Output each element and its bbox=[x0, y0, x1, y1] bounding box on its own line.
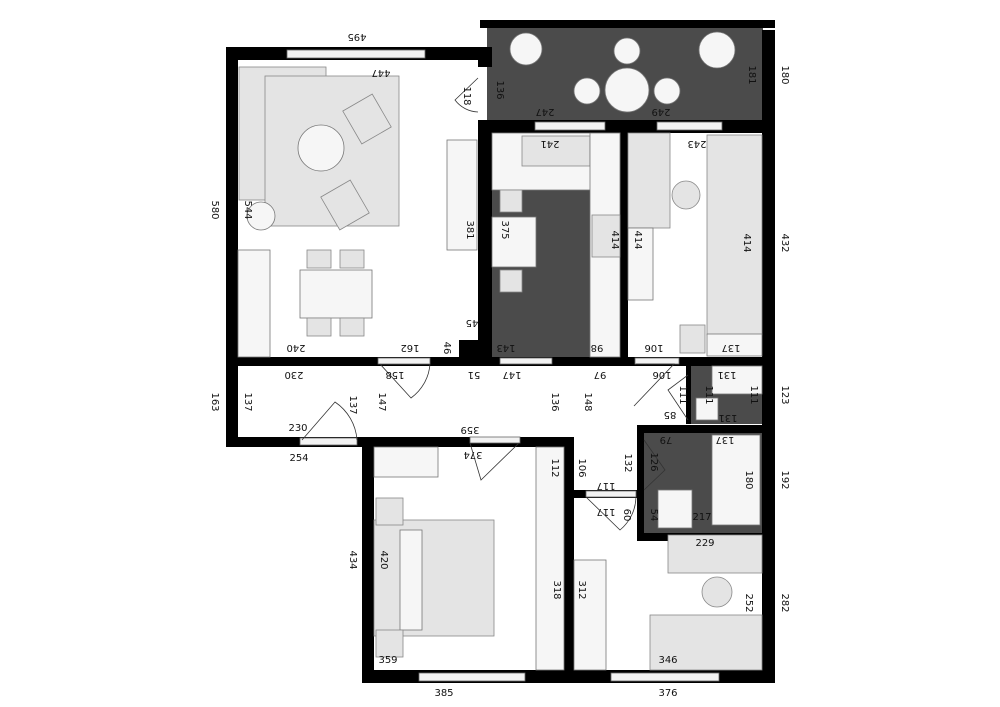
dimension-label: 111 bbox=[748, 385, 759, 404]
dimension-label: 137 bbox=[242, 392, 253, 411]
dimension-label: 376 bbox=[658, 688, 677, 699]
dimension-label: 495 bbox=[347, 31, 366, 42]
dimension-label: 123 bbox=[779, 385, 790, 404]
dimension-label: 106 bbox=[652, 369, 671, 380]
dimension-label: 111 bbox=[703, 385, 714, 404]
dimension-label: 98 bbox=[591, 342, 604, 353]
dimension-label: 112 bbox=[549, 458, 560, 477]
dimension-label: 137 bbox=[347, 395, 358, 414]
dimension-label: 544 bbox=[242, 200, 253, 219]
dimension-label: 46 bbox=[441, 342, 452, 355]
dimension-label: 217 bbox=[692, 512, 711, 523]
dimension-label: 447 bbox=[371, 67, 390, 78]
dimension-label: 434 bbox=[347, 550, 358, 569]
dimension-label: 97 bbox=[594, 369, 607, 380]
dimension-label: 249 bbox=[651, 106, 670, 117]
dimension-label: 180 bbox=[779, 65, 790, 84]
dimension-label: 136 bbox=[549, 392, 560, 411]
windows bbox=[286, 49, 723, 682]
dimension-label: 132 bbox=[622, 453, 633, 472]
dimension-label: 180 bbox=[743, 470, 754, 489]
dimension-label: 229 bbox=[695, 538, 714, 549]
dimension-label: 45 bbox=[466, 317, 479, 328]
dimension-label: 192 bbox=[779, 470, 790, 489]
dimension-label: 385 bbox=[434, 688, 453, 699]
dimension-label: 106 bbox=[644, 342, 663, 353]
dimension-label: 131 bbox=[718, 412, 737, 423]
dimension-label: 162 bbox=[400, 342, 419, 353]
dimension-label: 359 bbox=[460, 424, 479, 435]
dimension-label: 163 bbox=[209, 392, 220, 411]
dimension-label: 85 bbox=[664, 409, 677, 420]
dimension-label: 126 bbox=[648, 452, 659, 471]
dimension-label: 79 bbox=[660, 434, 673, 445]
dimension-label: 312 bbox=[576, 580, 587, 599]
dimension-label: 147 bbox=[502, 369, 521, 380]
dimension-label: 117 bbox=[596, 506, 615, 517]
dimension-label: 252 bbox=[743, 593, 754, 612]
dimension-label: 117 bbox=[596, 480, 615, 491]
dimension-label: 147 bbox=[376, 392, 387, 411]
dimension-label: 282 bbox=[779, 593, 790, 612]
dimension-labels: 495 447 118 136 247 249 180 181 580 544 241 243 381 3… bbox=[209, 31, 790, 699]
dimension-label: 230 bbox=[284, 369, 303, 380]
dimension-label: 254 bbox=[289, 453, 308, 464]
dimension-label: 414 bbox=[609, 230, 620, 249]
dimension-label: 420 bbox=[378, 550, 389, 569]
dimension-label: 137 bbox=[721, 342, 740, 353]
dimension-label: 136 bbox=[494, 80, 505, 99]
dimension-label: 375 bbox=[499, 220, 510, 239]
dimension-label: 247 bbox=[535, 106, 554, 117]
dimension-label: 54 bbox=[648, 509, 659, 522]
dimension-label: 432 bbox=[779, 233, 790, 252]
dimension-label: 137 bbox=[715, 434, 734, 445]
dimension-label: 374 bbox=[463, 449, 482, 460]
door-swings bbox=[301, 77, 689, 531]
furniture bbox=[237, 31, 763, 671]
dimension-label: 158 bbox=[385, 369, 404, 380]
dimension-label: 243 bbox=[687, 138, 706, 149]
dimension-label: 346 bbox=[658, 655, 677, 666]
dimension-label: 230 bbox=[288, 423, 307, 434]
dimension-label: 414 bbox=[741, 233, 752, 252]
dimension-label: 131 bbox=[717, 369, 736, 380]
dimension-label: 240 bbox=[286, 342, 305, 353]
dimension-label: 241 bbox=[540, 138, 559, 149]
dimension-label: 60 bbox=[621, 509, 632, 522]
dimension-label: 181 bbox=[746, 65, 757, 84]
dimension-label: 359 bbox=[378, 655, 397, 666]
dimension-label: 414 bbox=[632, 230, 643, 249]
dimension-label: 51 bbox=[468, 369, 481, 380]
dimension-label: 148 bbox=[582, 392, 593, 411]
dimension-label: 381 bbox=[464, 220, 475, 239]
dimension-label: 118 bbox=[461, 86, 472, 105]
dimension-label: 143 bbox=[496, 342, 515, 353]
dimension-label: 111 bbox=[677, 385, 688, 404]
dimension-label: 106 bbox=[576, 458, 587, 477]
dimension-label: 580 bbox=[209, 200, 220, 219]
dimension-label: 318 bbox=[551, 580, 562, 599]
